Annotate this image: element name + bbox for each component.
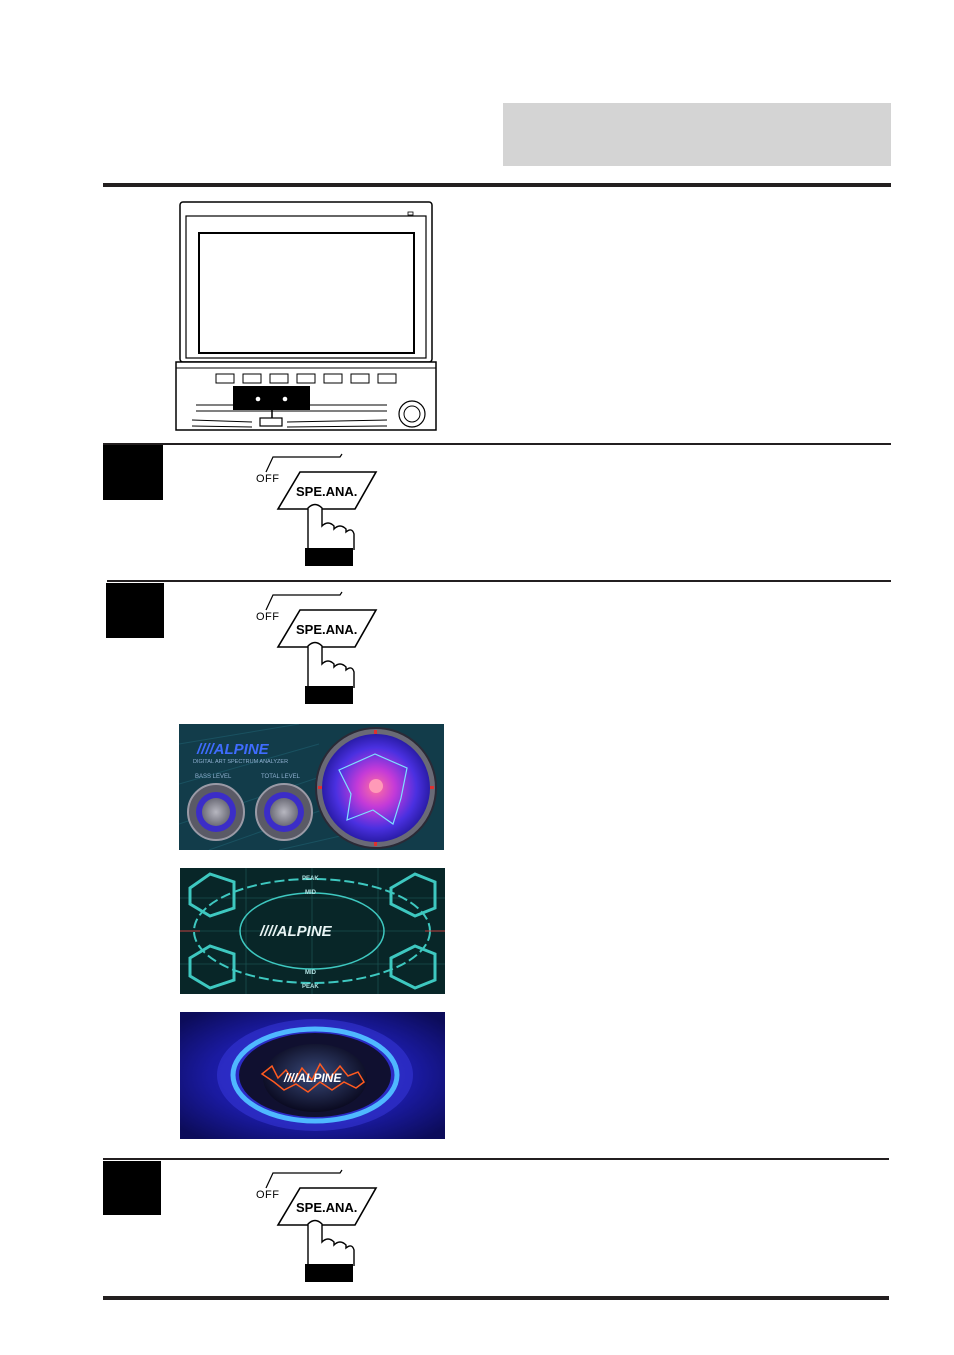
off-label: OFF [256, 473, 280, 485]
step-2-marker [106, 583, 164, 638]
step-3-marker [103, 1161, 161, 1215]
alpine-logo: ////ALPINE [196, 741, 270, 758]
step-1-button-figure: OFF SPE.ANA. [240, 452, 390, 587]
section-title-box [503, 103, 891, 166]
step-3-rule [103, 1158, 889, 1160]
spe-ana-button-label: SPE.ANA. [296, 1200, 357, 1215]
bottom-mid-label: MID [305, 970, 317, 976]
footer-rule [103, 1296, 889, 1300]
spe-ana-button-label: SPE.ANA. [296, 622, 357, 637]
step-2-rule [107, 580, 891, 582]
top-peak-label: PEAK [302, 876, 319, 882]
step-3-button-figure: OFF SPE.ANA. [240, 1168, 390, 1303]
step-2-button-figure: OFF SPE.ANA. [240, 590, 390, 725]
spe-ana-button-label: SPE.ANA. [296, 484, 357, 499]
bottom-peak-label: PEAK [302, 984, 319, 990]
step-1-marker [103, 445, 163, 500]
spectrum-analyzer-subtitle: DIGITAL ART SPECTRUM ANALYZER [193, 759, 288, 765]
off-label: OFF [256, 611, 280, 623]
header-rule [103, 183, 891, 187]
total-level-label: TOTAL LEVEL [261, 774, 301, 780]
head-unit-illustration [172, 200, 440, 435]
bass-level-label: BASS LEVEL [195, 774, 232, 780]
off-label: OFF [256, 1189, 280, 1201]
alpine-logo: ////ALPINE [259, 923, 333, 940]
spectrum-screen-1: ////ALPINE DIGITAL ART SPECTRUM ANALYZER… [179, 724, 444, 850]
step-1-rule [103, 443, 891, 445]
spectrum-screen-3: ////ALPINE [180, 1012, 445, 1139]
top-mid-label: MID [305, 890, 317, 896]
alpine-logo: ////ALPINE [283, 1071, 342, 1085]
spectrum-screen-2: PEAK MID MID PEAK ////ALPINE [180, 868, 445, 994]
